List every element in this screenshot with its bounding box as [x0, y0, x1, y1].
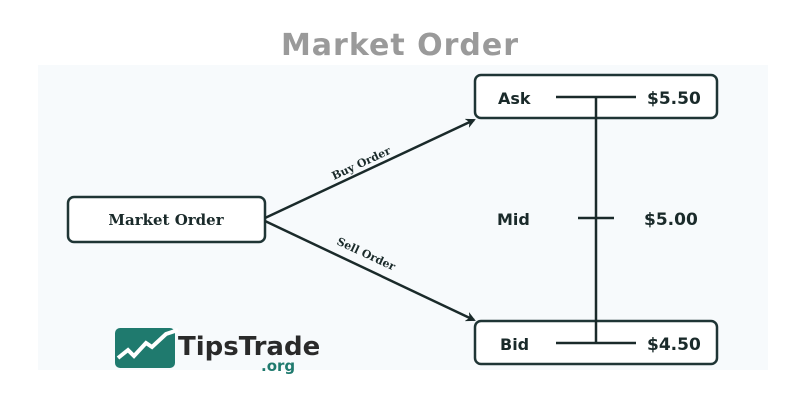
ask-price: $5.50	[647, 89, 701, 109]
ask-label: Ask	[498, 89, 531, 108]
market-order-box	[66, 195, 267, 244]
buy-order-arrow	[264, 118, 476, 220]
sell-order-arrow	[264, 219, 476, 322]
page-title: Market Order	[280, 28, 520, 63]
market-order-label: Market Order	[108, 211, 224, 229]
bid-price: $4.50	[647, 335, 701, 355]
tipstrade-logo: TipsTrade .org	[115, 328, 320, 375]
mid-price: $5.00	[644, 210, 698, 230]
mid-label: Mid	[497, 210, 530, 229]
logo-suffix: .org	[261, 357, 295, 375]
bid-label: Bid	[500, 335, 529, 354]
logo-name: TipsTrade	[178, 332, 320, 362]
logo-trend-line	[116, 328, 179, 360]
